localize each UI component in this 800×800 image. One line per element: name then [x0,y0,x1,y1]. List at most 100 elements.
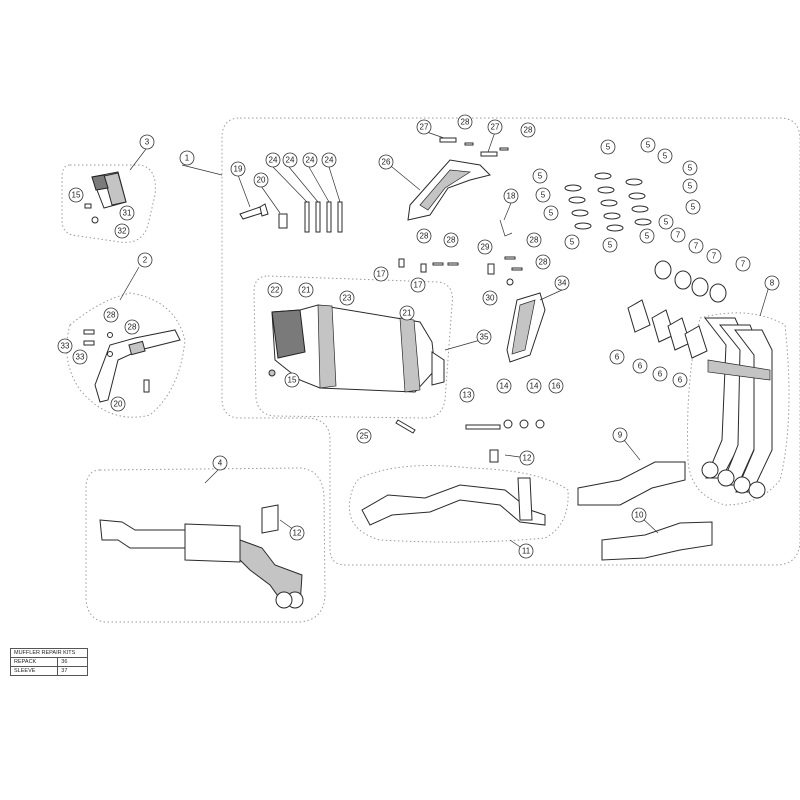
svg-text:15: 15 [288,376,297,385]
group-11-outline [348,465,569,543]
callout-5: 5 [682,178,698,194]
svg-text:12: 12 [293,529,302,538]
callout-3: 3 [139,134,155,150]
callout-6: 6 [672,372,688,388]
callout-5: 5 [640,137,656,153]
svg-text:17: 17 [377,270,386,279]
callout-22: 22 [267,282,283,298]
callout-17: 17 [373,266,389,282]
table-row: REPACK 36 [9,657,88,667]
svg-text:5: 5 [663,152,668,161]
svg-text:6: 6 [638,362,643,371]
callout-2: 2 [137,252,153,268]
muffler-hanger-part [407,159,491,221]
spring-part [239,206,263,220]
callout-33: 33 [57,338,73,354]
callout-5: 5 [532,168,548,184]
svg-text:28: 28 [539,258,548,267]
callout-5: 5 [685,199,701,215]
svg-text:28: 28 [420,232,429,241]
hanger-bracket-assembly [83,329,181,403]
svg-text:7: 7 [694,242,699,251]
svg-text:10: 10 [635,511,644,520]
callout-28: 28 [124,319,140,335]
svg-text:5: 5 [645,232,650,241]
svg-text:5: 5 [688,164,693,173]
callout-14: 14 [526,378,542,394]
svg-text:5: 5 [691,203,696,212]
svg-text:21: 21 [302,286,311,295]
callout-16: 16 [548,378,564,394]
callout-4: 4 [212,455,228,471]
callout-5: 5 [658,214,674,230]
svg-text:28: 28 [530,236,539,245]
svg-text:24: 24 [269,156,278,165]
svg-text:20: 20 [257,176,266,185]
header-pipes-8 [701,317,773,499]
callout-28: 28 [526,232,542,248]
callout-30: 30 [482,290,498,306]
svg-text:20: 20 [114,400,123,409]
callout-20: 20 [110,396,126,412]
pipe-9 [577,461,686,506]
callout-18: 18 [503,188,519,204]
svg-text:28: 28 [447,236,456,245]
svg-text:30: 30 [486,294,495,303]
callout-14: 14 [496,378,512,394]
svg-text:24: 24 [286,156,295,165]
svg-text:33: 33 [76,353,85,362]
svg-text:8: 8 [770,279,775,288]
end-cap-assembly [84,171,127,224]
callout-28: 28 [103,307,119,323]
callout-10: 10 [631,507,647,523]
callout-27: 27 [416,119,432,135]
svg-text:28: 28 [107,311,116,320]
svg-text:6: 6 [658,370,663,379]
callout-6: 6 [652,366,668,382]
callout-28: 28 [443,232,459,248]
svg-text:16: 16 [552,382,561,391]
callout-33: 33 [72,349,88,365]
svg-text:28: 28 [461,118,470,127]
callout-5: 5 [600,139,616,155]
flanges-6 [627,299,708,359]
pipe-10 [601,521,713,561]
svg-text:6: 6 [615,353,620,362]
callout-5: 5 [535,187,551,203]
callout-24: 24 [321,152,337,168]
pin-25 [395,419,416,434]
mid-pipe-11 [361,477,546,526]
callout-31: 31 [119,205,135,221]
group-4-outline [85,467,326,623]
callout-28: 28 [520,122,536,138]
svg-text:33: 33 [61,342,70,351]
svg-text:13: 13 [463,391,472,400]
callout-5: 5 [682,160,698,176]
kit-name: REPACK [9,657,59,667]
bolt-13 [465,424,501,430]
svg-text:5: 5 [608,241,613,250]
callout-29: 29 [477,239,493,255]
svg-text:5: 5 [538,172,543,181]
callout-28: 28 [457,114,473,130]
callout-27: 27 [487,119,503,135]
callout-7: 7 [670,227,686,243]
svg-text:5: 5 [606,143,611,152]
callout-5: 5 [639,228,655,244]
kit-name: SLEEVE [9,666,59,676]
svg-text:22: 22 [271,286,280,295]
callout-5: 5 [543,205,559,221]
callout-21: 21 [298,282,314,298]
svg-text:28: 28 [128,323,137,332]
svg-text:29: 29 [481,243,490,252]
callout-24: 24 [265,152,281,168]
callout-15: 15 [68,187,84,203]
svg-text:5: 5 [688,182,693,191]
svg-text:18: 18 [507,192,516,201]
callout-34: 34 [554,275,570,291]
clip-part [499,219,513,237]
kit-number: 36 [57,657,88,667]
table-title: MUFFLER REPAIR KITS [10,648,88,658]
svg-text:2: 2 [143,256,148,265]
